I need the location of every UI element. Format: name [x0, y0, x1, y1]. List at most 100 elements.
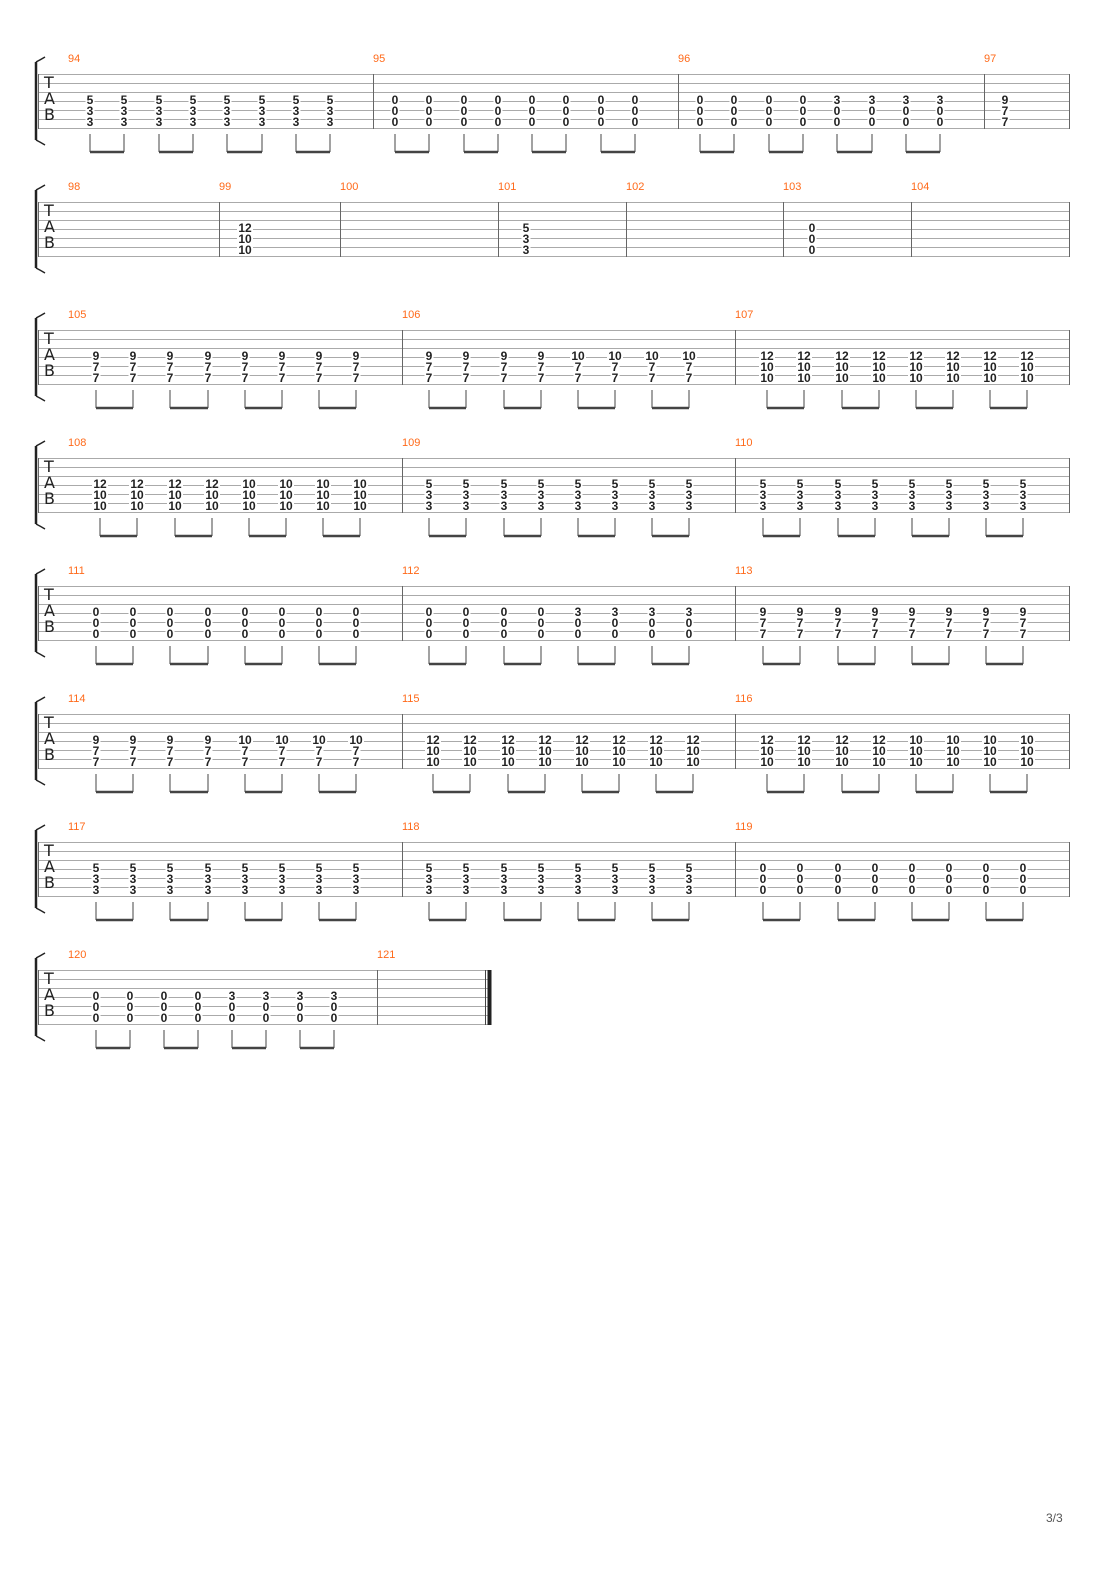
- fret-number: 10: [538, 755, 552, 769]
- fret-number: 10: [205, 488, 219, 502]
- fret-number: 3: [649, 499, 656, 513]
- fret-number: 0: [392, 115, 399, 129]
- fret-number: 0: [563, 115, 570, 129]
- fret-background: [424, 607, 434, 617]
- fret-number: 7: [316, 371, 323, 385]
- fret-number: 12: [93, 477, 107, 491]
- fret-number: 3: [686, 605, 693, 619]
- fret-number: 7: [279, 360, 286, 374]
- fret-background: [561, 117, 571, 127]
- fret-number: 5: [575, 861, 582, 875]
- fret-background: [573, 373, 583, 383]
- fret-number: 0: [127, 989, 134, 1003]
- fret-number: 0: [331, 1011, 338, 1025]
- fret-number: 3: [463, 872, 470, 886]
- fret-number: 0: [983, 861, 990, 875]
- fret-number: 0: [649, 616, 656, 630]
- fret-background: [758, 874, 768, 884]
- fret-number: 5: [130, 861, 137, 875]
- fret-number: 10: [872, 371, 886, 385]
- fret-number: 9: [835, 605, 842, 619]
- fret-background: [795, 885, 805, 895]
- measure-number: 118: [402, 821, 420, 833]
- fret-number: 3: [229, 989, 236, 1003]
- fret-number: 10: [909, 371, 923, 385]
- fret-number: 0: [1020, 861, 1027, 875]
- bracket-top-hook: [35, 952, 46, 959]
- fret-background: [758, 618, 768, 628]
- fret-background: [982, 373, 998, 383]
- fret-background: [261, 1002, 271, 1012]
- fret-number: 5: [156, 93, 163, 107]
- fret-number: 10: [983, 733, 997, 747]
- fret-background: [536, 618, 546, 628]
- measure-number: 116: [735, 693, 753, 705]
- fret-number: 10: [872, 360, 886, 374]
- fret-number: 12: [872, 733, 886, 747]
- fret-background: [424, 117, 434, 127]
- fret-background: [240, 757, 250, 767]
- fret-number: 3: [612, 872, 619, 886]
- tab-clef-letter: A: [44, 985, 55, 1004]
- tab-clef-letter: A: [44, 729, 55, 748]
- fret-number: 9: [205, 349, 212, 363]
- fret-number: 9: [797, 605, 804, 619]
- fret-number: 0: [983, 872, 990, 886]
- fret-number: 3: [130, 883, 137, 897]
- fret-background: [684, 479, 694, 489]
- fret-background: [459, 117, 469, 127]
- fret-number: 5: [426, 477, 433, 491]
- fret-number: 3: [190, 104, 197, 118]
- fret-number: 3: [834, 93, 841, 107]
- fret-number: 3: [156, 104, 163, 118]
- fret-background: [499, 874, 509, 884]
- fret-background: [907, 607, 917, 617]
- fret-background: [424, 863, 434, 873]
- measure-number: 114: [68, 693, 86, 705]
- fret-background: [834, 735, 850, 745]
- tab-clef-letter: B: [44, 745, 55, 764]
- fret-background: [536, 863, 546, 873]
- fret-background: [945, 351, 961, 361]
- fret-background: [527, 106, 537, 116]
- fret-background: [944, 490, 954, 500]
- fret-background: [871, 362, 887, 372]
- fret-background: [91, 629, 101, 639]
- fret-number: 10: [686, 755, 700, 769]
- fret-background: [351, 863, 361, 873]
- tab-clef-letter: A: [44, 857, 55, 876]
- fret-background: [499, 885, 509, 895]
- fret-background: [684, 490, 694, 500]
- fret-background: [685, 757, 701, 767]
- fret-background: [981, 490, 991, 500]
- fret-number: 3: [87, 104, 94, 118]
- fret-background: [647, 629, 657, 639]
- fret-background: [611, 735, 627, 745]
- fret-number: 10: [835, 371, 849, 385]
- fret-background: [981, 501, 991, 511]
- fret-background: [647, 362, 657, 372]
- fret-background: [729, 117, 739, 127]
- fret-number: 3: [426, 883, 433, 897]
- measure-number: 103: [783, 181, 801, 193]
- fret-number: 10: [316, 477, 330, 491]
- fret-background: [390, 95, 400, 105]
- fret-background: [759, 351, 775, 361]
- tab-clef-letter: A: [44, 601, 55, 620]
- fret-background: [499, 501, 509, 511]
- fret-background: [695, 106, 705, 116]
- fret-background: [573, 490, 583, 500]
- fret-number: 0: [353, 627, 360, 641]
- fret-background: [461, 373, 471, 383]
- fret-number: 3: [190, 115, 197, 129]
- fret-number: 0: [983, 883, 990, 897]
- fret-number: 9: [1002, 93, 1009, 107]
- fret-background: [907, 874, 917, 884]
- fret-number: 0: [297, 1000, 304, 1014]
- fret-background: [461, 629, 471, 639]
- fret-number: 5: [190, 93, 197, 107]
- fret-background: [573, 618, 583, 628]
- measure-number: 95: [373, 53, 385, 65]
- fret-background: [521, 245, 531, 255]
- fret-number: 7: [1002, 104, 1009, 118]
